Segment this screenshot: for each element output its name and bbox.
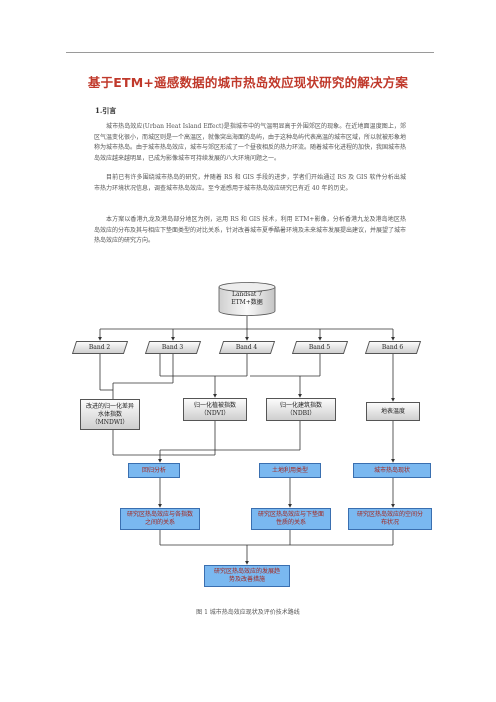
surface-temperature-node: 地表温度 bbox=[366, 402, 420, 421]
paragraph-2: 目前已有许多围绕城市热岛的研究，并随着 RS 和 GIS 手段的进步，学者们开始… bbox=[94, 174, 406, 192]
band-6-node: Band 6 bbox=[364, 341, 422, 354]
spatial-distribution-node: 研究区热岛效应的空间分布状况 bbox=[348, 508, 432, 530]
figure-caption: 图 1 城市热岛效应现状及评价技术路线 bbox=[196, 609, 300, 616]
index-relation-node: 研究区热岛效应与各指数之间的关系 bbox=[120, 508, 200, 530]
regression-analysis-node: 回归分析 bbox=[128, 463, 180, 478]
band-5-node: Band 5 bbox=[291, 341, 349, 354]
band-2-node: Band 2 bbox=[71, 341, 129, 354]
section-heading: 1.引言 bbox=[95, 106, 117, 115]
mndwi-node: 改进的归一化差异水体指数（MNDWI） bbox=[80, 399, 140, 430]
paragraph-3: 本方案以香港九龙及港岛部分地区为例，运用 RS 和 GIS 技术，利用 ETM+… bbox=[94, 216, 407, 244]
band-5-label: Band 5 bbox=[309, 343, 331, 351]
land-use-type-node: 土地利用类型 bbox=[259, 463, 321, 478]
heat-island-status-node: 城市热岛现状 bbox=[353, 463, 431, 478]
document-title: 基于ETM+遥感数据的城市热岛效应现状研究的解决方案 bbox=[87, 75, 409, 90]
band-6-label: Band 6 bbox=[382, 343, 404, 351]
surface-relation-node: 研究区热岛效应与下垫面性质的关系 bbox=[251, 508, 331, 530]
header-rule bbox=[66, 52, 434, 53]
ndbi-node: 归一化建筑指数（NDBI） bbox=[266, 398, 336, 421]
band-4-node: Band 4 bbox=[218, 341, 276, 354]
database-cylinder-icon bbox=[218, 282, 276, 316]
band-2-label: Band 2 bbox=[89, 343, 111, 351]
paragraph-1: 城市热岛效应(Urban Heat Island Effect)是指城市中的气温… bbox=[94, 123, 407, 162]
landsat-data-node: Landsat 7 ETM+数据 bbox=[218, 282, 276, 316]
trend-measures-node: 研究区热岛效应的发展趋势及改善措施 bbox=[204, 565, 290, 587]
ndvi-node: 归一化植被指数（NDVI） bbox=[183, 398, 247, 421]
band-3-node: Band 3 bbox=[144, 341, 202, 354]
landsat-data-label: Landsat 7 ETM+数据 bbox=[231, 291, 263, 306]
band-3-label: Band 3 bbox=[162, 343, 184, 351]
band-4-label: Band 4 bbox=[236, 343, 258, 351]
